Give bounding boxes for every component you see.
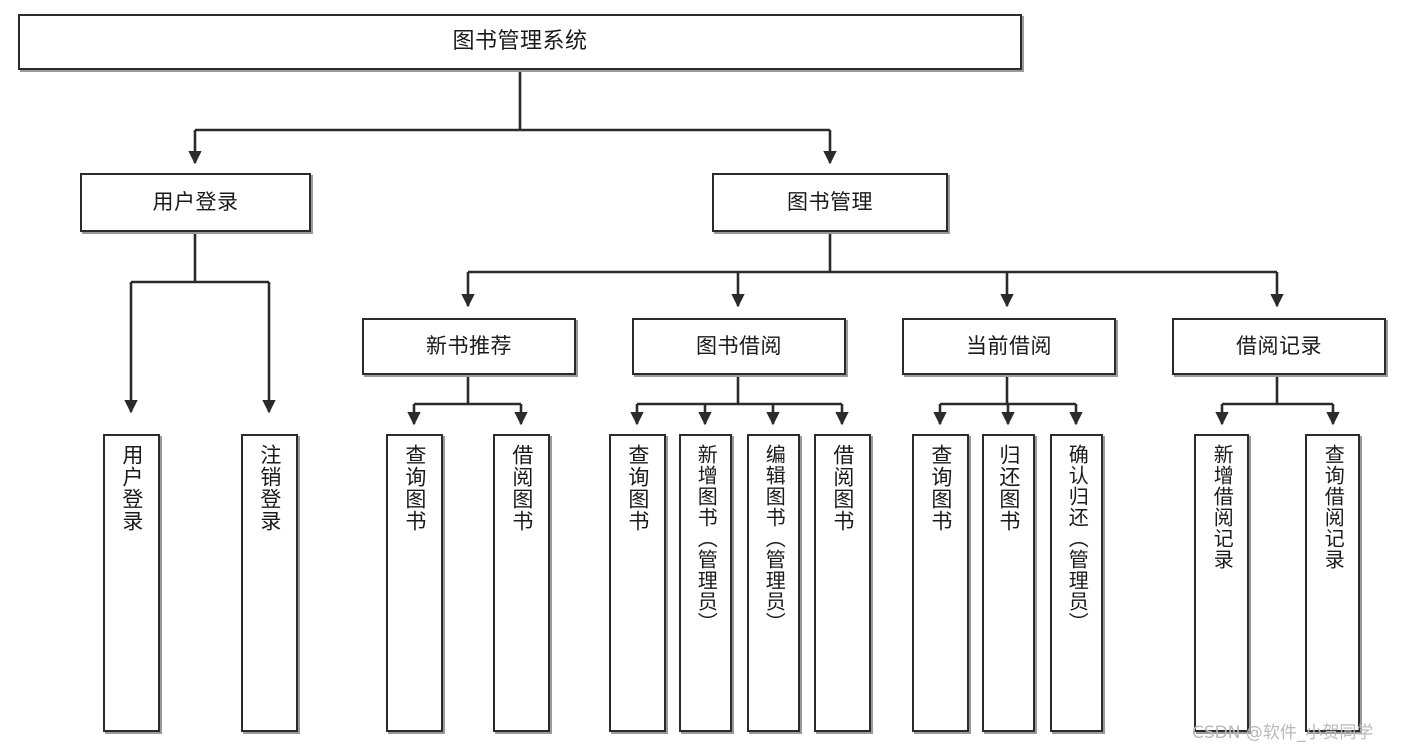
node-label: 当前借阅 bbox=[966, 334, 1052, 359]
leaf-borrow-add-book[interactable]: 新增图书（管理员） bbox=[679, 434, 732, 732]
leaf-user-logout[interactable]: 注销登录 bbox=[241, 434, 298, 732]
node-label: 确认归还（管理员） bbox=[1065, 444, 1090, 633]
csdn-watermark: CSDN @软件_小贺同学 bbox=[1192, 723, 1374, 743]
node-label: 查询图书 bbox=[402, 444, 427, 532]
node-root-system[interactable]: 图书管理系统 bbox=[18, 14, 1022, 70]
node-label: 借阅记录 bbox=[1236, 334, 1322, 359]
leaf-recommend-query-book[interactable]: 查询图书 bbox=[386, 434, 443, 732]
node-label: 借阅图书 bbox=[830, 444, 855, 532]
node-label: 编辑图书（管理员） bbox=[762, 444, 787, 633]
node-book-borrow[interactable]: 图书借阅 bbox=[632, 318, 846, 375]
leaf-current-return-book[interactable]: 归还图书 bbox=[982, 434, 1035, 732]
node-label: 图书管理 bbox=[787, 190, 873, 215]
leaf-record-query[interactable]: 查询借阅记录 bbox=[1305, 434, 1360, 732]
node-label: 图书管理系统 bbox=[452, 29, 588, 55]
node-borrow-record[interactable]: 借阅记录 bbox=[1172, 318, 1386, 375]
node-label: 查询图书 bbox=[625, 444, 650, 532]
node-label: 新增图书（管理员） bbox=[694, 444, 719, 633]
node-label: 新增借阅记录 bbox=[1210, 444, 1235, 570]
leaf-borrow-query-book[interactable]: 查询图书 bbox=[609, 434, 666, 732]
leaf-borrow-edit-book[interactable]: 编辑图书（管理员） bbox=[747, 434, 800, 732]
node-current-borrow[interactable]: 当前借阅 bbox=[902, 318, 1116, 375]
node-label: 注销登录 bbox=[257, 444, 282, 532]
node-label: 新书推荐 bbox=[426, 334, 512, 359]
node-label: 图书借阅 bbox=[696, 334, 782, 359]
leaf-recommend-borrow-book[interactable]: 借阅图书 bbox=[493, 434, 550, 732]
leaf-record-add[interactable]: 新增借阅记录 bbox=[1194, 434, 1249, 732]
node-label: 用户登录 bbox=[152, 190, 239, 215]
node-label: 查询图书 bbox=[928, 444, 953, 532]
leaf-current-query-book[interactable]: 查询图书 bbox=[912, 434, 969, 732]
leaf-user-login[interactable]: 用户登录 bbox=[103, 434, 160, 732]
node-label: 查询借阅记录 bbox=[1321, 444, 1346, 570]
node-label: 归还图书 bbox=[996, 444, 1021, 532]
leaf-current-confirm-return[interactable]: 确认归还（管理员） bbox=[1050, 434, 1103, 732]
leaf-borrow-lend-book[interactable]: 借阅图书 bbox=[814, 434, 871, 732]
node-user-login[interactable]: 用户登录 bbox=[80, 173, 311, 232]
node-label: 用户登录 bbox=[119, 444, 144, 532]
node-label: 借阅图书 bbox=[509, 444, 534, 532]
node-new-book-recommend[interactable]: 新书推荐 bbox=[362, 318, 576, 375]
node-book-management[interactable]: 图书管理 bbox=[712, 173, 948, 232]
